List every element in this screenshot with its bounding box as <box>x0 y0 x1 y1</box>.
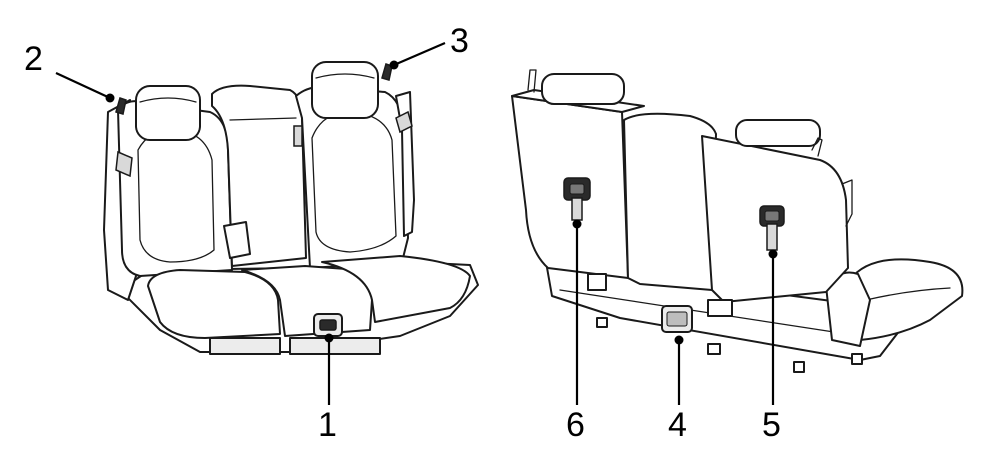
callout-2: 2 <box>24 40 43 78</box>
rear-right-fold-handle[interactable] <box>759 205 785 251</box>
callout-6: 6 <box>566 406 585 444</box>
rear-bottom-lever[interactable] <box>661 305 693 333</box>
right-belt-buckle <box>395 110 413 134</box>
seat-rail-right <box>289 337 381 355</box>
left-headrest <box>135 85 201 141</box>
seat-rail-left <box>209 337 281 355</box>
rear-right-headrest <box>735 119 821 147</box>
right-cushion <box>321 255 471 323</box>
callout-5: 5 <box>762 406 781 444</box>
rear-left-headrest <box>541 73 625 105</box>
callout-3: 3 <box>450 22 469 60</box>
rear-folded-cushion <box>849 258 964 341</box>
seat-front-view <box>103 61 479 355</box>
rear-center-backrest <box>623 112 717 291</box>
callout-4: 4 <box>668 406 687 444</box>
seat-rear-view <box>511 69 964 373</box>
left-cushion <box>147 269 281 339</box>
left-belt-buckle <box>115 150 133 178</box>
callout-leaders <box>55 41 778 405</box>
callout-1: 1 <box>318 406 337 444</box>
left-headrest-release-icon[interactable] <box>115 97 127 115</box>
right-headrest <box>311 61 379 119</box>
